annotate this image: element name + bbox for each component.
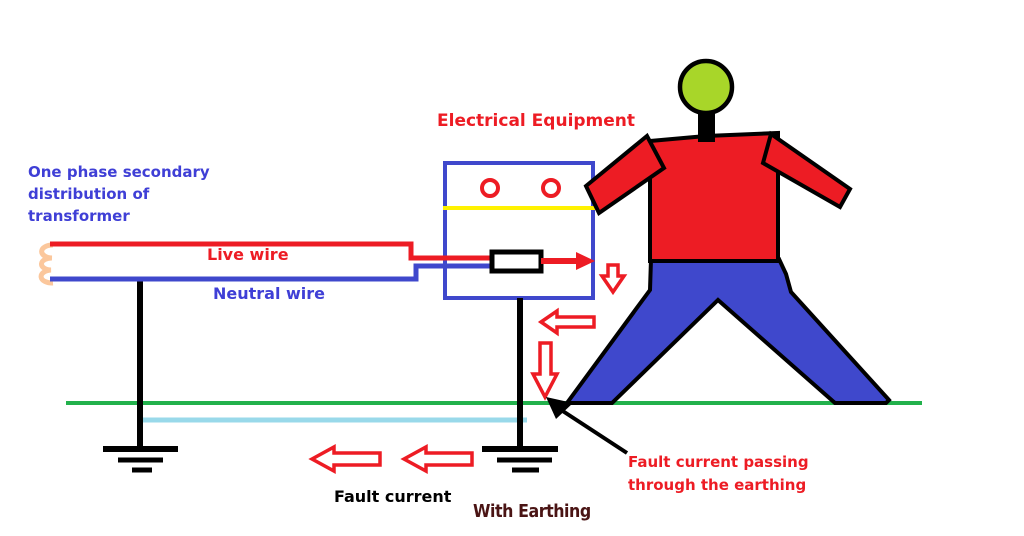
fault-current-label: Fault current [334, 487, 452, 506]
socket-hole-right-icon [541, 178, 561, 198]
person-head [677, 58, 735, 116]
fault-path-label: Fault current passing through the earthi… [628, 451, 809, 497]
fuse-element [489, 249, 544, 274]
transformer-label-line1: One phase secondary [28, 163, 210, 181]
transformer-earth-electrode [103, 279, 178, 473]
fault-current-arrows [308, 263, 628, 474]
transformer-label-line3: transformer [28, 207, 130, 225]
fault-arrow-right-head [576, 252, 595, 270]
socket-hole-left-icon [480, 178, 500, 198]
transformer-label: One phase secondary distribution of tran… [28, 161, 228, 227]
equipment-box [443, 161, 595, 300]
left-arrow-ground-2-icon [308, 444, 382, 474]
equipment-earth-electrode [482, 298, 558, 473]
earthing-pointer-arrow [546, 397, 629, 455]
live-wire-label: Live wire [207, 245, 289, 264]
person-left-arm [583, 132, 667, 216]
transformer-label-line2: distribution of [28, 185, 150, 203]
person-figure [563, 58, 892, 405]
left-arrow-to-earth-icon [537, 307, 596, 337]
neutral-wire-label: Neutral wire [213, 284, 326, 303]
neutral-wire-line [50, 263, 492, 282]
fault-path-label-line1: Fault current passing [628, 453, 809, 471]
person-right-arm [760, 130, 853, 210]
equipment-label: Electrical Equipment [437, 111, 636, 131]
fault-path-label-line2: through the earthing [628, 476, 807, 494]
left-arrow-ground-1-icon [400, 444, 474, 474]
person-torso [648, 130, 780, 263]
down-arrow-to-ground-icon [530, 341, 560, 401]
with-earthing-caption: With Earthing [473, 501, 591, 522]
person-pants [563, 257, 892, 405]
transformer-coil-icon [38, 242, 54, 286]
live-wire-line [50, 241, 492, 261]
down-arrow-at-body-icon [598, 263, 628, 296]
